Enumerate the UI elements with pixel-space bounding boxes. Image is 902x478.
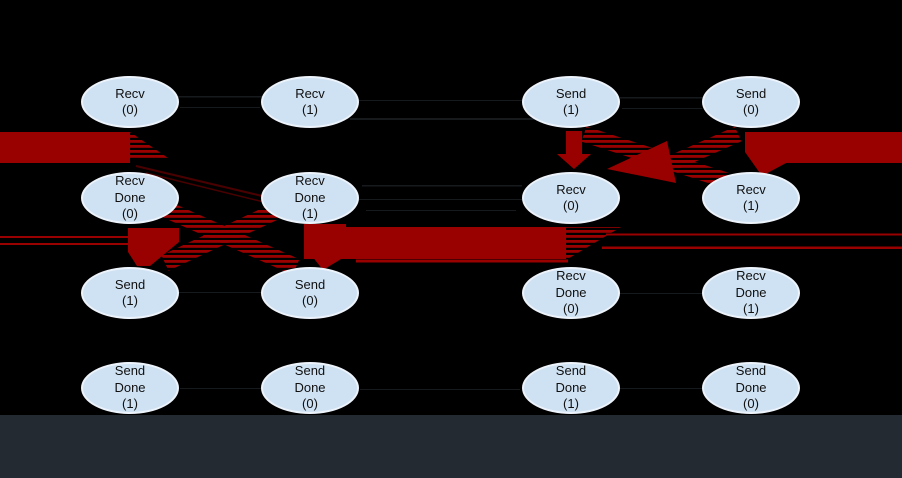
- node-label: Send (1): [555, 85, 587, 118]
- node-label: Recv (1): [295, 85, 325, 118]
- bottom-bar: [0, 415, 902, 478]
- node-label: Recv (0): [115, 85, 145, 118]
- node-send-done-0-a: Send Done (0): [261, 362, 359, 414]
- node-label: Send (1): [114, 276, 146, 309]
- node-label: Send Done (1): [555, 363, 587, 412]
- node-label: Send (0): [294, 276, 326, 309]
- node-label: Recv Done (0): [114, 173, 146, 222]
- arrow-left-crossing: [128, 193, 346, 275]
- node-label: Recv Done (1): [735, 268, 767, 317]
- node-label: Send Done (0): [735, 363, 767, 412]
- node-recv-done-1-a: Recv Done (1): [261, 172, 359, 224]
- node-label: Send Done (1): [114, 363, 146, 412]
- node-send-0-a: Send (0): [702, 76, 800, 128]
- node-recv-done-0-b: Recv Done (0): [522, 267, 620, 319]
- node-send-done-1-b: Send Done (1): [522, 362, 620, 414]
- node-send-1-b: Send (1): [81, 267, 179, 319]
- arrow-long-horizontal-band: [304, 227, 621, 263]
- node-label: Send Done (0): [294, 363, 326, 412]
- node-send-done-0-b: Send Done (0): [702, 362, 800, 414]
- arrow-outbound-right-band: [745, 132, 902, 176]
- node-label: Recv Done (0): [555, 268, 587, 317]
- node-recv-done-1-b: Recv Done (1): [702, 267, 800, 319]
- node-recv-0-a: Recv (0): [81, 76, 179, 128]
- node-label: Recv (0): [556, 181, 586, 214]
- node-recv-0-b: Recv (0): [522, 172, 620, 224]
- node-send-1-a: Send (1): [522, 76, 620, 128]
- arrow-right-crossing: [557, 126, 746, 194]
- node-label: Recv (1): [736, 181, 766, 214]
- node-recv-done-0-a: Recv Done (0): [81, 172, 179, 224]
- node-label: Send (0): [735, 85, 767, 118]
- node-send-done-1-a: Send Done (1): [81, 362, 179, 414]
- thin-red-lines-left: [0, 236, 128, 245]
- node-send-0-b: Send (0): [261, 267, 359, 319]
- node-label: Recv Done (1): [294, 173, 326, 222]
- node-recv-1-a: Recv (1): [261, 76, 359, 128]
- faint-edge-streaks: [178, 96, 748, 390]
- node-recv-1-b: Recv (1): [702, 172, 800, 224]
- thin-red-lines-right: [602, 233, 902, 249]
